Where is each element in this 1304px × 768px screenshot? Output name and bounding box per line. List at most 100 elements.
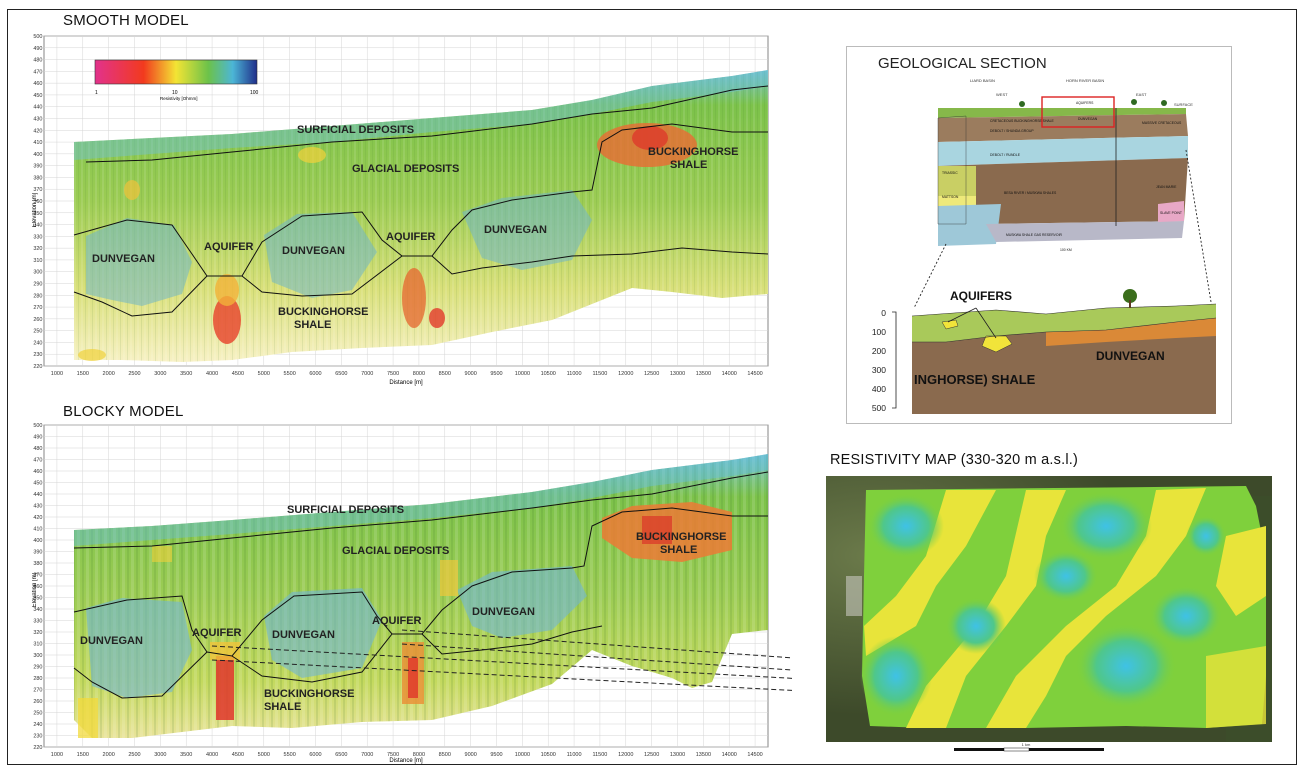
smooth-ytick-label: 450 [33, 93, 42, 99]
smooth-xtick-label: 9500 [490, 371, 502, 377]
blocky-ytick-label: 370 [33, 573, 42, 579]
smooth-xtick-label: 5500 [284, 371, 296, 377]
smooth-ytick-label: 250 [33, 329, 42, 335]
smooth-ytick-label: 420 [33, 128, 42, 134]
blocky-xtick-label: 9500 [490, 752, 502, 758]
smooth-ytick-label: 440 [33, 105, 42, 111]
blocky-ytick-label: 350 [33, 596, 42, 602]
geo-inner-12: 100 KM [1060, 248, 1072, 252]
blocky-ytick-label: 300 [33, 653, 42, 659]
smooth-ytick-label: 480 [33, 58, 42, 64]
colorbar-mid: 10 [172, 90, 178, 96]
blocky-label-glacial: GLACIAL DEPOSITS [342, 545, 449, 557]
geo-title: GEOLOGICAL SECTION [878, 55, 1047, 72]
blocky-ytick-label: 330 [33, 619, 42, 625]
smooth-ytick-label: 360 [33, 199, 42, 205]
blocky-label-bh-bot-2: SHALE [264, 701, 301, 713]
smooth-xtick-label: 13000 [670, 371, 685, 377]
blocky-label-bh-top-2: SHALE [660, 544, 697, 556]
resistivity-map: 1 km [826, 476, 1272, 752]
blocky-ytick-label: 450 [33, 481, 42, 487]
blocky-xtick-label: 5000 [258, 752, 270, 758]
geo-zoom-dunvegan: DUNVEGAN [1096, 349, 1165, 363]
blocky-xtick-label: 3000 [154, 752, 166, 758]
smooth-xtick-label: 14500 [747, 371, 762, 377]
blocky-ytick-label: 260 [33, 699, 42, 705]
geo-inner-5: DEBOLT / RUNDLE [990, 153, 1021, 157]
geo-zoom-shale: INGHORSE) SHALE [914, 372, 1036, 387]
smooth-label-aquifer-1: AQUIFER [204, 241, 254, 253]
geo-depth-200: 200 [872, 346, 886, 356]
geo-schematic [937, 96, 1188, 246]
geo-inner-4: DEBOLT / SHUNDA GROUP [990, 129, 1034, 133]
smooth-label-dunvegan-3: DUNVEGAN [484, 224, 547, 236]
blocky-ytick-label: 430 [33, 504, 42, 510]
smooth-model-title: SMOOTH MODEL [63, 12, 189, 29]
geo-depth-100: 100 [872, 327, 886, 337]
geological-section: GEOLOGICAL SECTION LIARD BASIN HORN RIVE… [846, 46, 1232, 424]
smooth-ytick-label: 460 [33, 81, 42, 87]
geo-inner-6: BESA RIVER / MUSKWA SHALES [1004, 191, 1057, 195]
smooth-ytick-label: 390 [33, 164, 42, 170]
smooth-xtick-label: 4500 [232, 371, 244, 377]
geo-inner-10: MATTSON [942, 195, 959, 199]
blocky-yticks: 2202302402502602702802903003103203303403… [33, 423, 42, 751]
blocky-xtick-label: 4500 [232, 752, 244, 758]
blocky-ytick-label: 440 [33, 492, 42, 498]
geo-zoom-box [1041, 96, 1115, 128]
smooth-ytick-label: 400 [33, 152, 42, 158]
colorbar-max: 100 [250, 90, 259, 96]
blocky-xtick-label: 14500 [747, 752, 762, 758]
smooth-ytick-label: 380 [33, 175, 42, 181]
blocky-ytick-label: 230 [33, 734, 42, 740]
geo-inner-8: SLAVE POINT [1160, 211, 1182, 215]
blocky-ytick-label: 270 [33, 688, 42, 694]
smooth-ytick-label: 310 [33, 258, 42, 264]
blocky-xtick-label: 7000 [361, 752, 373, 758]
smooth-ytick-label: 350 [33, 211, 42, 217]
tree-icon [1123, 289, 1137, 303]
geo-depth-400: 400 [872, 384, 886, 394]
blocky-xtick-label: 13000 [670, 752, 685, 758]
blocky-xtick-label: 8000 [413, 752, 425, 758]
blocky-ytick-label: 240 [33, 722, 42, 728]
smooth-xtick-label: 14000 [722, 371, 737, 377]
smooth-label-bh-top-2: SHALE [670, 159, 707, 171]
smooth-label-dunvegan-2: DUNVEGAN [282, 245, 345, 257]
blocky-ytick-label: 250 [33, 711, 42, 717]
blocky-xtick-label: 3500 [180, 752, 192, 758]
geo-inner-7: JEAN MARIE [1156, 185, 1177, 189]
geo-depth-500: 500 [872, 403, 886, 413]
tree-icon [1161, 100, 1167, 106]
smooth-xtick-label: 1500 [77, 371, 89, 377]
smooth-label-bh-top-1: BUCKINGHORSE [648, 146, 738, 158]
geo-west: WEST [996, 92, 1008, 97]
map-scale-label: 1 km [1022, 742, 1031, 747]
blocky-label-dunvegan-3: DUNVEGAN [472, 606, 535, 618]
blocky-xtick-label: 12000 [618, 752, 633, 758]
blocky-ylabel: Elevation [m] [32, 572, 38, 607]
blocky-xtick-label: 2500 [128, 752, 140, 758]
blocky-model-title: BLOCKY MODEL [63, 403, 184, 420]
blocky-xtick-label: 12500 [644, 752, 659, 758]
blocky-ytick-label: 420 [33, 515, 42, 521]
blocky-xtick-label: 2000 [103, 752, 115, 758]
geo-depth-300: 300 [872, 365, 886, 375]
blocky-xtick-label: 14000 [722, 752, 737, 758]
blocky-xtick-label: 7500 [387, 752, 399, 758]
colorbar-min: 1 [95, 90, 98, 96]
blocky-label-surficial: SURFICIAL DEPOSITS [287, 504, 404, 516]
blocky-xtick-label: 1500 [77, 752, 89, 758]
blocky-ytick-label: 360 [33, 584, 42, 590]
smooth-xtick-label: 11500 [592, 371, 607, 377]
smooth-xtick-label: 7500 [387, 371, 399, 377]
geo-zoom-aquifers: AQUIFERS [950, 289, 1012, 303]
blocky-ytick-label: 290 [33, 665, 42, 671]
smooth-xlabel: Distance [m] [389, 380, 423, 386]
blocky-xtick-label: 1000 [51, 752, 63, 758]
blocky-ytick-label: 310 [33, 642, 42, 648]
tree-icon [1019, 101, 1025, 107]
smooth-label-glacial: GLACIAL DEPOSITS [352, 163, 459, 175]
